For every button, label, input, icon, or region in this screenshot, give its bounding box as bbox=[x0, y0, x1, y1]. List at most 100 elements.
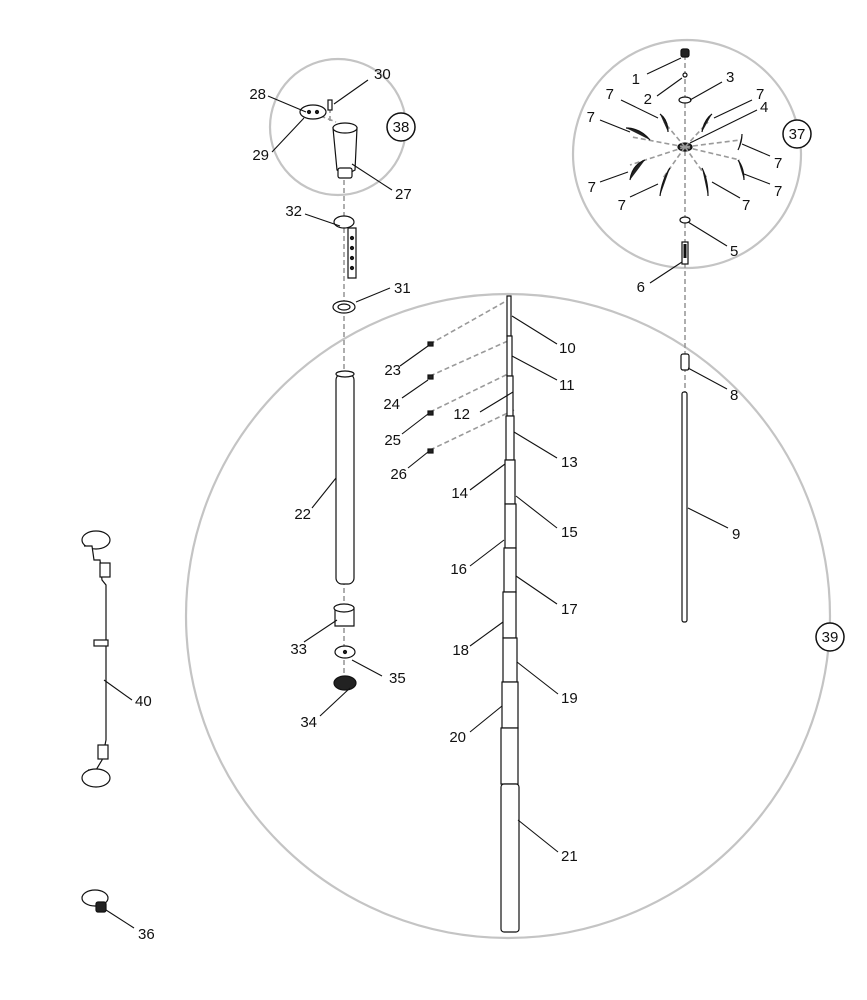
part-40-buckle-mid bbox=[93, 639, 109, 647]
part-40-buckle-top bbox=[99, 562, 111, 578]
part-21-section bbox=[500, 783, 520, 933]
part-7-rib bbox=[701, 167, 709, 197]
part-7-rib bbox=[659, 113, 669, 133]
part-36-clip bbox=[81, 889, 109, 913]
part-7-rib bbox=[701, 113, 713, 133]
label-part-9: 9 bbox=[732, 526, 740, 543]
part-40-lower-loop bbox=[81, 768, 111, 788]
part-19-section bbox=[501, 681, 519, 729]
group-39-badge: 39 bbox=[815, 622, 845, 652]
part-26-plug bbox=[427, 448, 434, 454]
label-part-7: 7 bbox=[774, 155, 782, 172]
part-7-rib bbox=[625, 127, 651, 141]
part-20-section bbox=[500, 727, 519, 785]
label-part-18: 18 bbox=[452, 642, 469, 659]
part-15-section bbox=[504, 503, 517, 549]
label-part-27: 27 bbox=[395, 186, 412, 203]
label-part-31: 31 bbox=[394, 280, 411, 297]
label-part-7: 7 bbox=[618, 197, 626, 214]
part-7-rib bbox=[629, 159, 646, 181]
group-37-badge: 37 bbox=[782, 119, 812, 149]
label-part-22: 22 bbox=[294, 506, 311, 523]
label-part-6: 6 bbox=[637, 279, 645, 296]
label-part-40: 40 bbox=[135, 693, 152, 710]
label-part-25: 25 bbox=[384, 432, 401, 449]
telescopic-pole bbox=[427, 295, 520, 933]
label-part-16: 16 bbox=[450, 561, 467, 578]
part-25-plug bbox=[427, 410, 434, 416]
part-7-rib bbox=[659, 167, 671, 197]
label-part-2: 2 bbox=[644, 91, 652, 108]
label-part-5: 5 bbox=[730, 243, 738, 260]
part-5-washer bbox=[679, 216, 691, 224]
label-part-32: 32 bbox=[285, 203, 302, 220]
part-17-section bbox=[502, 591, 517, 639]
label-part-35: 35 bbox=[389, 670, 406, 687]
label-part-26: 26 bbox=[390, 466, 407, 483]
label-part-29: 29 bbox=[252, 147, 269, 164]
label-part-33: 33 bbox=[290, 641, 307, 658]
svg-text:38: 38 bbox=[393, 119, 410, 136]
part-13-section bbox=[505, 415, 515, 461]
handle-assembly bbox=[299, 99, 358, 691]
label-part-10: 10 bbox=[559, 340, 576, 357]
part-32-strap bbox=[333, 215, 355, 229]
part-23-plug bbox=[427, 341, 434, 347]
label-part-13: 13 bbox=[561, 454, 578, 471]
group-37-ring bbox=[571, 38, 803, 270]
label-part-1: 1 bbox=[632, 71, 640, 88]
label-part-24: 24 bbox=[383, 396, 400, 413]
label-part-8: 8 bbox=[730, 387, 738, 404]
label-part-7: 7 bbox=[606, 86, 614, 103]
part-2-pin bbox=[682, 72, 688, 78]
label-part-21: 21 bbox=[561, 848, 578, 865]
label-part-3: 3 bbox=[726, 69, 734, 86]
part-16-section bbox=[503, 547, 517, 593]
part-40-buckle-bottom bbox=[97, 744, 109, 760]
leader-lines bbox=[103, 57, 771, 929]
label-part-28: 28 bbox=[249, 86, 266, 103]
part-12-section bbox=[506, 375, 514, 417]
label-part-17: 17 bbox=[561, 601, 578, 618]
part-7-rib bbox=[737, 133, 743, 151]
svg-text:37: 37 bbox=[789, 126, 806, 143]
label-part-15: 15 bbox=[561, 524, 578, 541]
label-part-12: 12 bbox=[453, 406, 470, 423]
part-3-washer bbox=[678, 96, 692, 104]
part-22-tube bbox=[335, 373, 355, 585]
part-8-clip bbox=[680, 353, 690, 371]
part-30-screw bbox=[327, 99, 333, 111]
label-part-7: 7 bbox=[587, 109, 595, 126]
part-labels: 1 2 3 4 5 6 7 7 7 7 7 7 7 7 8 9 10 11 12… bbox=[135, 66, 782, 943]
part-24-plug bbox=[427, 374, 434, 380]
part-27-grip bbox=[332, 127, 358, 174]
label-part-7: 7 bbox=[774, 183, 782, 200]
label-part-34: 34 bbox=[300, 714, 317, 731]
label-part-20: 20 bbox=[449, 729, 466, 746]
part-40-upper-loop bbox=[81, 530, 111, 550]
label-part-19: 19 bbox=[561, 690, 578, 707]
part-28-cap bbox=[299, 104, 327, 120]
part-14-section bbox=[504, 459, 516, 505]
part-1-cap bbox=[680, 48, 690, 58]
part-10-section bbox=[506, 295, 512, 337]
part-18-section bbox=[502, 637, 518, 683]
label-part-11: 11 bbox=[559, 377, 575, 394]
part-11-section bbox=[506, 335, 513, 377]
label-part-36: 36 bbox=[138, 926, 155, 943]
label-part-7: 7 bbox=[742, 197, 750, 214]
group-38-badge: 38 bbox=[386, 112, 416, 142]
label-part-30: 30 bbox=[374, 66, 391, 83]
carry-strap bbox=[81, 530, 111, 788]
label-part-4: 4 bbox=[760, 99, 768, 116]
label-part-23: 23 bbox=[384, 362, 401, 379]
part-7-rib bbox=[737, 159, 745, 181]
label-part-7: 7 bbox=[756, 86, 764, 103]
part-34-base bbox=[333, 675, 357, 691]
part-32-strap-tab bbox=[347, 227, 357, 279]
label-part-14: 14 bbox=[451, 485, 468, 502]
spreader-assembly bbox=[625, 48, 745, 623]
svg-text:39: 39 bbox=[822, 629, 839, 646]
group-39-ring bbox=[184, 292, 832, 940]
